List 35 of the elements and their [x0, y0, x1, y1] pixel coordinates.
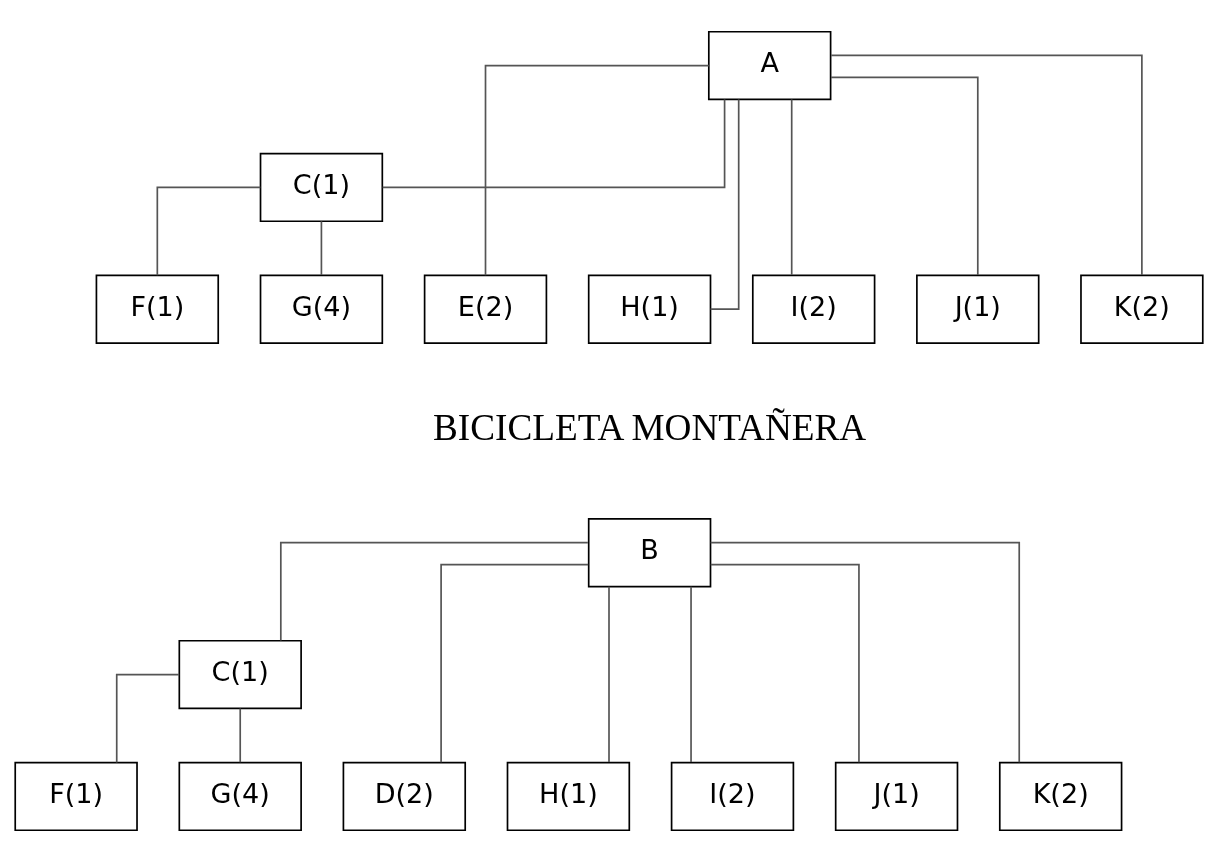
- label: BICICLETA MONTAÑERA: [432, 406, 867, 448]
- connector: [830, 76, 979, 276]
- node-box: G(4): [259, 274, 384, 344]
- node-box: E(2): [423, 274, 548, 344]
- connector: [381, 98, 726, 188]
- connector: [709, 563, 860, 763]
- node-box: K(2): [1080, 274, 1204, 344]
- connector: [709, 98, 740, 310]
- node-box: C(1): [178, 639, 302, 709]
- node-box: D(2): [342, 761, 467, 831]
- connector: [830, 54, 1143, 276]
- connector: [608, 585, 610, 763]
- node-box: I(2): [751, 274, 876, 344]
- node-box: A: [707, 30, 832, 100]
- node-box: J(1): [834, 761, 959, 831]
- node-box: H(1): [587, 274, 712, 344]
- connector: [156, 186, 262, 276]
- node-box: J(1): [916, 274, 1040, 344]
- connector: [279, 541, 589, 641]
- connector: [484, 64, 710, 276]
- connector: [440, 563, 590, 763]
- node-box: I(2): [670, 761, 795, 831]
- node-box: C(1): [259, 152, 384, 222]
- connector: [790, 98, 793, 276]
- node-box: H(1): [506, 761, 631, 831]
- node-box: G(4): [178, 761, 302, 831]
- node-box: F(1): [95, 274, 220, 344]
- connector: [320, 220, 323, 276]
- node-box: B: [587, 517, 712, 587]
- connector: [115, 673, 181, 763]
- connector: [709, 541, 1021, 763]
- connector: [239, 707, 242, 763]
- node-box: K(2): [998, 761, 1123, 831]
- connector: [690, 585, 692, 763]
- node-box: F(1): [14, 761, 138, 831]
